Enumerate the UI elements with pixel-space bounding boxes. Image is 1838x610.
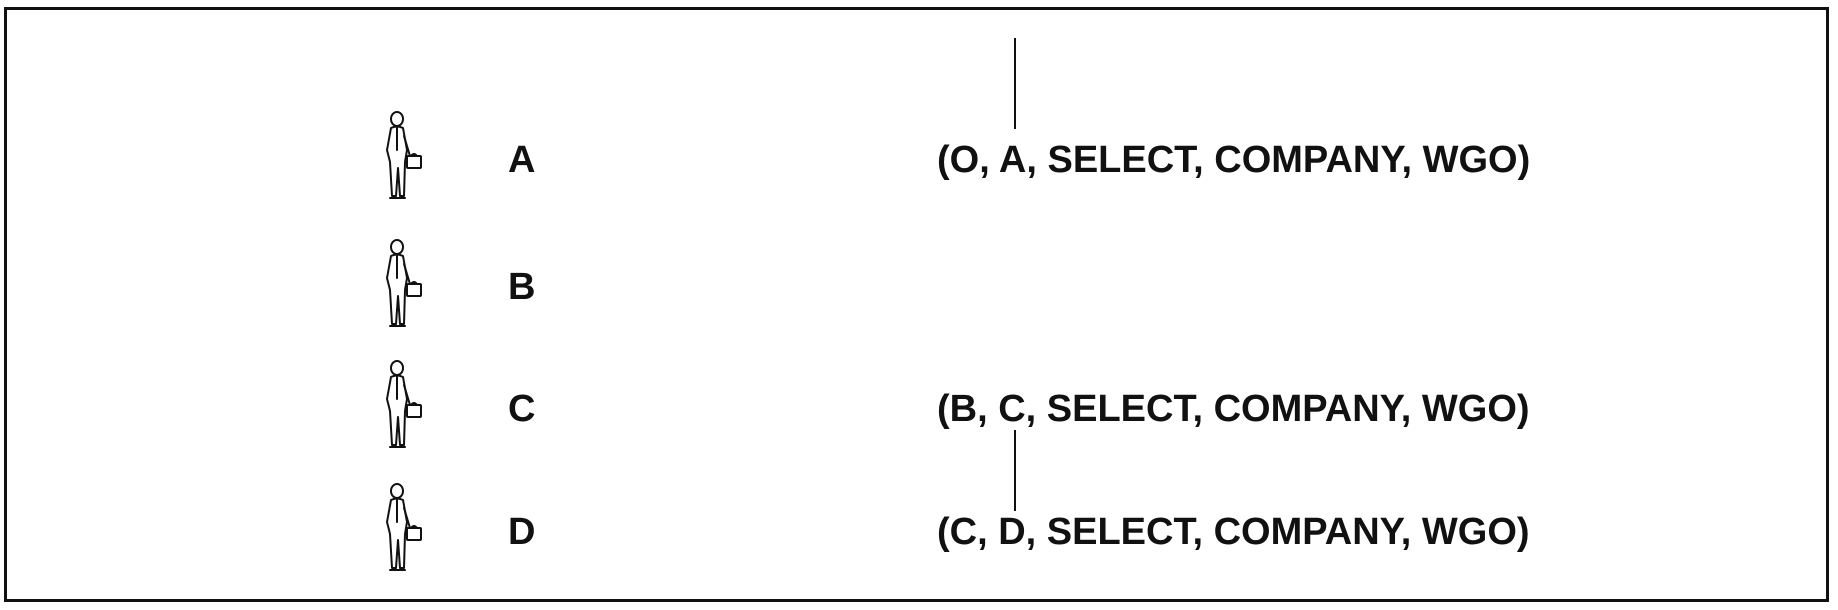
user-label-c: C <box>508 388 536 430</box>
person-with-briefcase-icon <box>377 359 433 453</box>
user-label-b: B <box>508 266 536 308</box>
grant-tuple-a: (O, A, SELECT, COMPANY, WGO) <box>937 139 1531 181</box>
grant-tuple-c: (B, C, SELECT, COMPANY, WGO) <box>937 388 1530 430</box>
connector-line-c-to-d <box>1014 430 1016 511</box>
connector-line-top <box>1014 38 1016 129</box>
person-with-briefcase-icon <box>377 110 433 204</box>
person-with-briefcase-icon <box>377 482 433 576</box>
user-label-d: D <box>508 511 536 553</box>
person-with-briefcase-icon <box>377 238 433 332</box>
grant-tuple-d: (C, D, SELECT, COMPANY, WGO) <box>937 511 1530 553</box>
user-label-a: A <box>508 139 536 181</box>
diagram-frame: A B C <box>4 7 1829 602</box>
